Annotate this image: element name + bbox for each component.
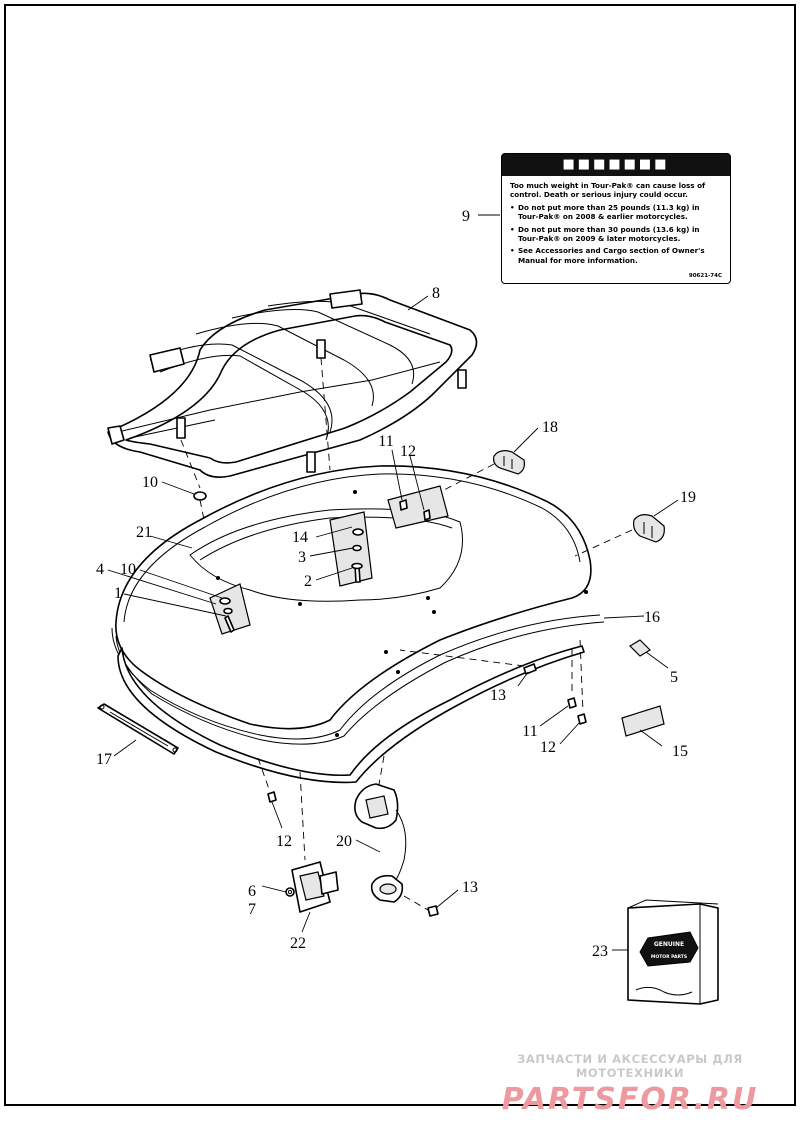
watermark-tagline: ЗАПЧАСТИ И АКСЕССУАРЫ ДЛЯ МОТОТЕХНИКИ xyxy=(517,1052,743,1080)
lamp-assembly[interactable] xyxy=(354,783,407,903)
callout-7: 7 xyxy=(248,901,256,918)
callout-11-upper: 11 xyxy=(378,433,393,450)
tour-pak-lid[interactable] xyxy=(115,465,592,737)
callout-3: 3 xyxy=(298,549,306,566)
callout-22: 22 xyxy=(290,935,306,952)
callout-5: 5 xyxy=(670,669,678,686)
screw-12-lower[interactable] xyxy=(577,713,587,725)
callout-2: 2 xyxy=(304,573,312,590)
tour-pak-base-rim xyxy=(117,645,585,784)
callout-14: 14 xyxy=(292,529,308,546)
callout-15: 15 xyxy=(672,743,688,760)
callout-18: 18 xyxy=(542,419,558,436)
luggage-rack[interactable] xyxy=(107,289,478,478)
support-strap[interactable] xyxy=(97,703,179,755)
warning-label[interactable]: ■■■■■■■ Too much weight in Tour-Pak® can… xyxy=(501,153,731,284)
warning-bullet: See Accessories and Cargo section of Own… xyxy=(510,246,722,265)
watermark: ЗАПЧАСТИ И АКСЕССУАРЫ ДЛЯ МОТОТЕХНИКИ PA… xyxy=(480,1052,780,1117)
callout-17: 17 xyxy=(96,751,112,768)
callout-6: 6 xyxy=(248,883,256,900)
callout-12-upper: 12 xyxy=(400,443,416,460)
callout-13-lower: 13 xyxy=(462,879,478,896)
latch-assembly[interactable] xyxy=(285,861,339,913)
lid-hardware xyxy=(193,491,431,633)
callout-10-lower: 10 xyxy=(120,561,136,578)
warning-part-code: 90621-74C xyxy=(688,273,722,279)
screw-11-lower[interactable] xyxy=(567,697,577,709)
leader-lines xyxy=(107,214,679,951)
box-logo-text: GENUINE xyxy=(654,941,684,948)
callout-labels: 9 8 10 21 14 3 2 4 10 1 11 12 18 19 16 5… xyxy=(96,208,696,960)
hinge-cover-18[interactable] xyxy=(493,450,525,475)
warning-bullet: Do not put more than 30 pounds (13.6 kg)… xyxy=(510,225,722,244)
watermark-brand: PARTSFOR.RU xyxy=(501,1082,759,1117)
clip-5[interactable] xyxy=(629,639,651,657)
callout-12-lower: 12 xyxy=(540,739,556,756)
hinge-plate xyxy=(387,485,449,529)
box-logo-subtext: MOTOR PARTS xyxy=(651,954,687,960)
screw-12-bottom[interactable] xyxy=(267,791,277,803)
warning-bullet: Do not put more than 25 pounds (11.3 kg)… xyxy=(510,203,722,222)
callout-8: 8 xyxy=(432,285,440,302)
callout-13-upper: 13 xyxy=(490,687,506,704)
callout-1: 1 xyxy=(114,585,122,602)
screw-13-upper[interactable] xyxy=(523,663,537,675)
callout-10-upper: 10 xyxy=(142,474,158,491)
lid-seal[interactable] xyxy=(111,614,605,745)
callout-11-lower: 11 xyxy=(522,723,537,740)
genuine-parts-box[interactable]: GENUINE MOTOR PARTS xyxy=(627,899,719,1005)
callout-21: 21 xyxy=(136,524,152,541)
warning-intro: Too much weight in Tour-Pak® can cause l… xyxy=(510,181,706,200)
screw-13-lower[interactable] xyxy=(427,905,439,917)
warning-bullets: Do not put more than 25 pounds (11.3 kg)… xyxy=(510,203,722,265)
callout-9: 9 xyxy=(462,208,470,225)
adhesive-pad-15[interactable] xyxy=(621,705,665,737)
callout-23: 23 xyxy=(592,943,608,960)
callout-19: 19 xyxy=(680,489,696,506)
hinge-cover-19[interactable] xyxy=(633,514,665,543)
callout-12-bottom: 12 xyxy=(276,833,292,850)
callout-4: 4 xyxy=(96,561,104,578)
warning-label-header: ■■■■■■■ xyxy=(502,154,730,176)
callout-20: 20 xyxy=(336,833,352,850)
callout-16: 16 xyxy=(644,609,660,626)
